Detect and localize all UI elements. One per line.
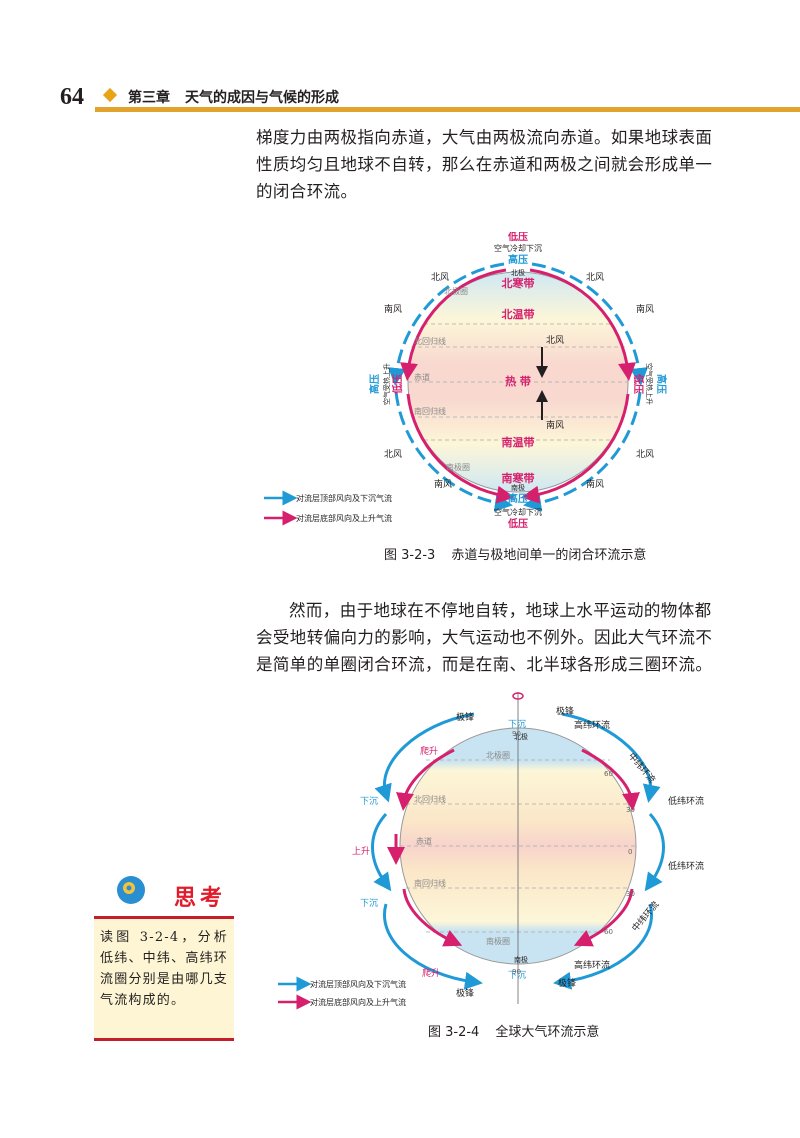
label-polar-front-ne: 极锋 (556, 705, 574, 717)
label-wind-se2: 南风 (586, 478, 604, 490)
label-low-top: 低压 (507, 232, 528, 243)
lat-60-n: 60 (604, 770, 613, 778)
label-sink-top: 空气冷却下沉 (494, 243, 542, 253)
label-sink-bottom: 空气冷却下沉 (494, 507, 542, 517)
think-box: 思考 读图 3-2-4，分析低纬、中纬、高纬环流圈分别是由哪几支气流构成的。 (94, 872, 234, 1042)
head-gear-icon (117, 876, 145, 904)
label-south-wind: 南风 (546, 419, 564, 431)
label-equator: 赤道 (414, 372, 430, 382)
label-polar-front-se: 极锋 (558, 977, 576, 989)
chapter-title: 天气的成因与气候的形成 (185, 90, 339, 106)
label-south-temperate: 南温带 (502, 435, 535, 449)
label-left-high: 高压 (368, 374, 381, 394)
rotation-icon (512, 692, 524, 700)
header-rule (95, 107, 800, 112)
label-polar-front-nw: 极锋 (456, 711, 474, 723)
label-wind-nw: 北风 (431, 272, 449, 283)
legend-blue-text: 对流层顶部风向及下沉气流 (296, 493, 392, 503)
label-tropic-cancer: 北回归线 (414, 336, 446, 346)
label-mid-cell-s: 中纬环流 (629, 899, 661, 934)
label-high-cell-s: 高纬环流 (574, 959, 610, 971)
label-wind-ne2: 南风 (636, 303, 654, 315)
figure2-caption-text: 全球大气环流示意 (495, 1025, 600, 1040)
label-wind-sw: 北风 (384, 449, 402, 460)
think-content: 读图 3-2-4，分析低纬、中纬、高纬环流圈分别是由哪几支气流构成的。 (94, 916, 234, 1041)
label-north-frigid: 北寒带 (502, 276, 535, 290)
figure2-caption: 图 3-2-4 全球大气环流示意 (428, 1021, 599, 1040)
label-right-rise: 空气受热上升 (645, 363, 654, 405)
label-climb-s: 爬升 (422, 968, 440, 979)
label-south-pole-2: 南极 (514, 955, 528, 964)
label-sink-left: 下沉 (360, 796, 378, 807)
label-mid-cell-n: 中纬环流 (626, 750, 658, 785)
label-arctic-circle: 北极圈 (444, 286, 468, 296)
label-north-pole-2: 北极 (514, 732, 528, 741)
page-header: 64 第三章 天气的成因与气候的形成 (0, 78, 800, 114)
label-sink-left-2: 下沉 (360, 898, 378, 909)
lat-90-n: 90 (512, 730, 521, 738)
label-high-bottom: 高压 (508, 492, 528, 505)
paragraph-2: 然而，由于地球在不停地自转，地球上水平运动的物体都会受地转偏向力的影响，大气运动… (256, 601, 713, 674)
figure1-caption: 图 3-2-3 赤道与极地间单一的闭合环流示意 (384, 544, 646, 563)
label-sink-top: 下沉 (508, 719, 526, 730)
figure2-caption-number: 图 3-2-4 (428, 1025, 480, 1040)
label-north-wind: 北风 (546, 335, 564, 346)
label-equator: 赤道 (416, 836, 432, 846)
lat-0: 0 (628, 848, 632, 856)
paragraph-1: 梯度力由两极指向赤道，大气由两极流向赤道。如果地球表面性质均匀且地球不自转，那么… (256, 128, 713, 201)
legend-red-text: 对流层底部风向及上升气流 (296, 513, 392, 523)
figure1-caption-number: 图 3-2-3 (384, 548, 436, 563)
label-polar-front-sw: 极锋 (456, 987, 474, 999)
think-text: 读图 3-2-4，分析低纬、中纬、高纬环流圈分别是由哪几支气流构成的。 (100, 930, 228, 1008)
legend2-blue-text: 对流层顶部风向及下沉气流 (310, 979, 406, 989)
label-tropic-capricorn: 南回归线 (414, 406, 446, 416)
label-tropic-capricorn: 南回归线 (414, 878, 446, 888)
label-left-low: 低压 (391, 374, 404, 395)
label-wind-nw2: 南风 (384, 303, 402, 315)
label-high-top: 高压 (508, 253, 528, 266)
page-number: 64 (60, 84, 84, 110)
label-low-bottom: 低压 (507, 517, 528, 530)
label-climb-n: 爬升 (420, 746, 438, 757)
lat-30-s: 30 (626, 890, 635, 898)
lat-30-n: 30 (626, 806, 635, 814)
diamond-icon (102, 87, 118, 103)
figure-single-cell: 低压 空气冷却下沉 高压 北极 北寒带 北极圈 北温带 北回归线 北风 热 带 … (256, 230, 716, 532)
label-low-cell-n: 低纬环流 (668, 795, 704, 807)
label-wind-ne: 北风 (586, 272, 604, 283)
figure1-caption-text: 赤道与极地间单一的闭合环流示意 (451, 548, 647, 563)
label-low-cell-s: 低纬环流 (668, 860, 704, 872)
label-tropic-cancer: 北回归线 (414, 794, 446, 804)
three-cell-diagram: 极锋 极锋 下沉 爬升 高纬环流 中纬环流 下沉 上升 下沉 低纬环流 低纬环流… (278, 692, 704, 1010)
label-south-pole: 南极 (511, 483, 525, 492)
label-sink-bottom: 下沉 (508, 970, 526, 981)
label-wind-se: 北风 (636, 449, 654, 460)
label-right-low: 低压 (632, 373, 645, 394)
think-title: 思考 (174, 886, 227, 911)
lat-60-s: 60 (604, 928, 613, 936)
figure-three-cell: 极锋 极锋 下沉 爬升 高纬环流 中纬环流 下沉 上升 下沉 低纬环流 低纬环流… (256, 684, 716, 1014)
label-north-pole: 北极 (511, 268, 525, 277)
label-right-high: 高压 (655, 374, 668, 394)
label-rise-left: 上升 (352, 846, 370, 857)
legend2-red-text: 对流层底部风向及上升气流 (310, 997, 406, 1007)
lat-90-s: 90 (512, 968, 521, 976)
label-north-temperate: 北温带 (502, 307, 535, 321)
single-cell-diagram: 低压 空气冷却下沉 高压 北极 北寒带 北极圈 北温带 北回归线 北风 热 带 … (264, 230, 668, 530)
label-antarctic-circle: 南极圈 (446, 462, 470, 472)
label-arctic-circle: 北极圈 (486, 750, 510, 760)
label-wind-sw2: 南风 (434, 478, 452, 490)
label-south-frigid: 南寒带 (502, 471, 535, 485)
chapter-label: 第三章 (128, 90, 170, 106)
label-left-rise: 空气受热上升 (382, 363, 391, 405)
label-high-cell-n: 高纬环流 (574, 719, 610, 731)
label-torrid: 热 带 (505, 374, 531, 388)
label-antarctic-circle: 南极圈 (486, 936, 510, 946)
